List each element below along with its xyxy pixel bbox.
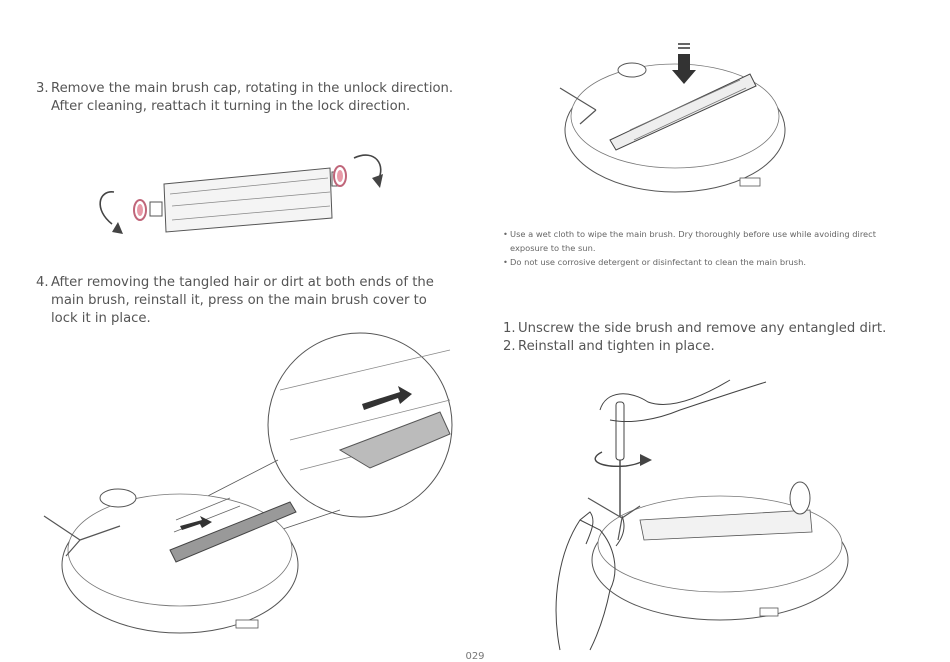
note-bullet: • (503, 257, 508, 267)
side-brush-step-2-number: 2. (503, 339, 516, 354)
side-brush-icon (43, 515, 121, 557)
unlock-rotation-arrow-icon (99, 191, 115, 225)
cleaning-notes: • Use a wet cloth to wipe the main brush… (503, 227, 908, 269)
side-brush-step-1-text: Unscrew the side brush and remove any en… (518, 321, 887, 336)
step-3-text: Remove the main brush cap, rotating in t… (51, 81, 454, 114)
step-4-number: 4. (36, 275, 49, 290)
zoom-detail-circle (267, 332, 453, 518)
step-4-instruction: 4. After removing the tangled hair or di… (36, 274, 456, 328)
brush-cover-press-illustration (559, 43, 786, 193)
screwdriver-icon (615, 401, 625, 461)
side-brush-unscrew-illustration (555, 379, 849, 651)
side-brush-step-2: 2. Reinstall and tighten in place. (503, 338, 923, 356)
note-bullet: • (503, 229, 508, 239)
step-3-number: 3. (36, 81, 49, 96)
page-number: 029 (465, 651, 485, 662)
step-4-text: After removing the tangled hair or dirt … (51, 275, 434, 326)
zoom-press-arrow-icon (362, 386, 412, 410)
side-brush-step-2-text: Reinstall and tighten in place. (518, 339, 715, 354)
side-brush-step-1-number: 1. (503, 321, 516, 336)
note-text: Do not use corrosive detergent or disinf… (510, 257, 807, 267)
note-item: • Do not use corrosive detergent or disi… (503, 255, 908, 269)
note-text: Use a wet cloth to wipe the main brush. … (510, 229, 876, 253)
main-brush-reinstall-illustration (43, 332, 453, 634)
lock-rotation-arrow-icon (353, 154, 382, 181)
step-3-instruction: 3. Remove the main brush cap, rotating i… (36, 80, 456, 116)
note-item: • Use a wet cloth to wipe the main brush… (503, 227, 908, 255)
main-brush-cap-illustration (99, 154, 383, 234)
press-down-arrow-icon (672, 54, 696, 84)
main-brush-body-icon (163, 167, 333, 233)
lower-hand-icon (555, 511, 625, 651)
upper-hand-icon (599, 379, 767, 423)
side-brush-step-1: 1. Unscrew the side brush and remove any… (503, 320, 923, 338)
